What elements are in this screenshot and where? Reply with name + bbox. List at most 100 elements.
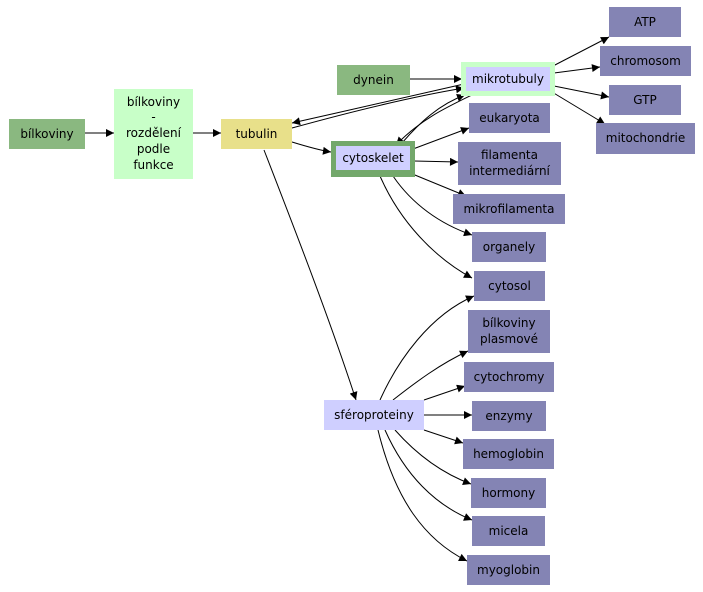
edge-cytoskelet-to-mikrofilamenta: [409, 172, 467, 197]
node-bilkoviny-funkce-label-3: rozdělení: [126, 126, 182, 140]
node-hemoglobin-box: [463, 439, 554, 469]
node-mitochondrie-box: [596, 123, 695, 154]
edge-cytoskelet-to-mikrotubuly: [401, 93, 466, 144]
node-eukaryota[interactable]: eukaryota: [469, 103, 550, 133]
edge-sferoproteiny-to-plasmove: [392, 350, 469, 401]
node-hemoglobin[interactable]: hemoglobin: [463, 439, 554, 469]
edge-sferoproteiny-to-hemoglobin: [423, 429, 464, 445]
node-mitochondrie[interactable]: mitochondrie: [596, 123, 695, 154]
node-bilkoviny-funkce-label-4: podle: [137, 142, 170, 156]
node-eukaryota-label: eukaryota: [479, 111, 540, 125]
node-enzymy-label: enzymy: [485, 409, 532, 423]
node-filamenta-label-1: filamenta: [481, 148, 538, 162]
edge-sferoproteiny-to-cytosol: [379, 295, 475, 401]
node-gtp-box: [609, 85, 681, 115]
node-myoglobin-box: [467, 555, 550, 585]
node-bilkoviny-plasmove-label-2: plasmové: [480, 332, 538, 346]
node-mikrofilamenta-box: [453, 194, 565, 224]
node-cytochromy-label: cytochromy: [474, 370, 545, 384]
node-dynein-box: [337, 65, 410, 95]
node-hormony-box: [471, 478, 546, 508]
node-bilkoviny-funkce-label-2: -: [151, 110, 155, 124]
edge-sferoproteiny-to-cytochromy: [423, 384, 466, 401]
node-bilkoviny-plasmove[interactable]: bílkoviny plasmové: [468, 310, 550, 353]
edge-tubulin-to-mikrotubuly: [291, 85, 465, 129]
edge-mikrotubuly-to-mitochondrie: [551, 91, 606, 125]
node-sferoproteiny[interactable]: sféroproteiny: [324, 400, 424, 430]
edge-sferoproteiny-to-micela: [384, 429, 473, 521]
node-micela[interactable]: micela: [472, 516, 545, 546]
node-mikrotubuly-box: [466, 67, 550, 91]
node-tubulin[interactable]: tubulin: [221, 119, 292, 149]
node-tubulin-box: [221, 119, 292, 149]
node-bilkoviny-funkce[interactable]: bílkoviny - rozdělení podle funkce: [114, 89, 193, 179]
node-cytochromy-box: [464, 362, 554, 392]
edge-mikrotubuly-to-gtp: [553, 85, 610, 100]
edge-sferoproteiny-to-hormony: [394, 429, 472, 485]
node-bilkoviny-funkce-label-5: funkce: [133, 158, 173, 172]
node-bilkoviny[interactable]: bílkoviny: [9, 119, 85, 149]
node-sferoproteiny-box: [324, 400, 424, 430]
edge-mikrotubuly-to-chromosom: [553, 64, 601, 74]
edge-tubulin-to-cytoskelet: [291, 141, 332, 155]
node-micela-box: [472, 516, 545, 546]
node-mikrofilamenta-label: mikrofilamenta: [464, 202, 555, 216]
edge-cytoskelet-to-eukaryota: [412, 127, 470, 150]
edges: [85, 36, 610, 562]
node-enzymy[interactable]: enzymy: [472, 401, 546, 431]
node-gtp[interactable]: GTP: [609, 85, 681, 115]
node-enzymy-box: [472, 401, 546, 431]
node-chromosom-box: [600, 46, 691, 76]
node-organely-box: [472, 232, 546, 262]
node-cytoskelet-box: [336, 146, 410, 170]
nodes: bílkoviny bílkoviny - rozdělení podle fu…: [9, 7, 695, 585]
node-atp-box: [609, 7, 681, 37]
edge-sferoproteiny-to-myoglobin: [377, 429, 468, 562]
node-micela-label: micela: [489, 524, 529, 538]
node-organely-label: organely: [483, 240, 535, 254]
edge-cytoskelet-to-cytosol: [379, 175, 473, 279]
edge-tubulin-to-sferoproteiny: [263, 149, 358, 401]
node-myoglobin-label: myoglobin: [477, 563, 540, 577]
node-mitochondrie-label: mitochondrie: [606, 131, 686, 145]
node-cytochromy[interactable]: cytochromy: [464, 362, 554, 392]
node-gtp-label: GTP: [633, 93, 656, 107]
node-bilkoviny-plasmove-box: [468, 310, 550, 353]
node-bilkoviny-box: [9, 119, 85, 149]
node-dynein-label: dynein: [353, 73, 394, 87]
node-tubulin-label: tubulin: [236, 127, 278, 141]
node-bilkoviny-plasmove-label-1: bílkoviny: [482, 316, 535, 330]
node-mikrotubuly-label: mikrotubuly: [472, 72, 544, 86]
node-mikrofilamenta[interactable]: mikrofilamenta: [453, 194, 565, 224]
node-hemoglobin-label: hemoglobin: [473, 447, 544, 461]
node-organely[interactable]: organely: [472, 232, 546, 262]
node-cytoskelet-label: cytoskelet: [342, 151, 404, 165]
node-hormony-label: hormony: [482, 486, 535, 500]
node-cytosol[interactable]: cytosol: [474, 271, 545, 301]
node-filamenta-label-2: intermediární: [469, 164, 550, 178]
node-filamenta[interactable]: filamenta intermediární: [458, 142, 561, 185]
node-cytosol-label: cytosol: [488, 279, 531, 293]
node-dynein[interactable]: dynein: [337, 65, 410, 95]
node-bilkoviny-label: bílkoviny: [20, 127, 73, 141]
node-cytosol-box: [474, 271, 545, 301]
node-bilkoviny-funkce-box: [114, 89, 193, 179]
node-filamenta-box: [458, 142, 561, 185]
node-chromosom-label: chromosom: [610, 54, 681, 68]
edge-mikrotubuly-to-atp: [552, 36, 610, 67]
edge-mikrotubuly-to-cytoskelet: [395, 94, 473, 146]
node-hormony[interactable]: hormony: [471, 478, 546, 508]
node-cytoskelet[interactable]: cytoskelet: [331, 141, 415, 177]
node-bilkoviny-funkce-label-1: bílkoviny: [127, 95, 180, 109]
edge-cytoskelet-to-organely: [392, 175, 473, 237]
node-myoglobin[interactable]: myoglobin: [467, 555, 550, 585]
node-sferoproteiny-label: sféroproteiny: [334, 408, 414, 422]
node-eukaryota-box: [469, 103, 550, 133]
node-atp-label: ATP: [634, 15, 656, 29]
node-mikrotubuly[interactable]: mikrotubuly: [461, 62, 555, 96]
edge-cytoskelet-to-filamenta: [413, 157, 459, 166]
edge-mikrotubuly-to-tubulin: [291, 83, 465, 126]
node-atp[interactable]: ATP: [609, 7, 681, 37]
node-chromosom[interactable]: chromosom: [600, 46, 691, 76]
